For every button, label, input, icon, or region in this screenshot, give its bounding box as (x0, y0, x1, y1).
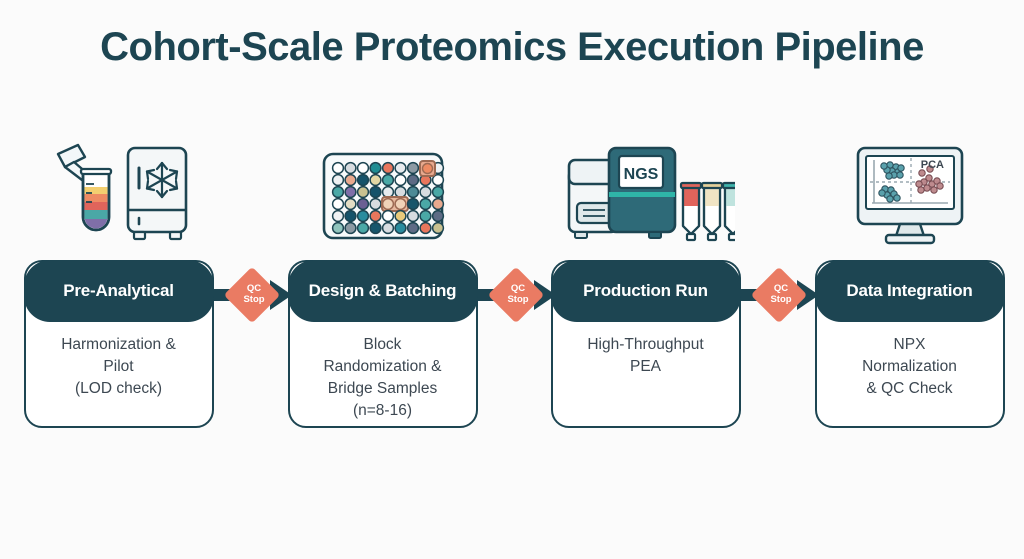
stage-card[interactable]: Production Run High-Throughput PEA (550, 259, 741, 428)
ngs-screen-label: NGS (624, 166, 659, 183)
pca-screen-label: PCA (921, 159, 944, 171)
stage-pre-analytical: Pre-Analytical Harmonization & Pilot (LO… (23, 140, 214, 428)
stage-card[interactable]: Data Integration NPX Normalization & QC … (814, 259, 1005, 428)
stage-data-integration: PCA Data Integration NPX Normalization &… (814, 140, 1005, 428)
connector-qc-stop-1: QC Stop (212, 266, 296, 324)
stage-body-text: Harmonization & Pilot (LOD check) (61, 336, 176, 397)
ngs-sequencer-icon: NGS (551, 140, 741, 252)
stage-card[interactable]: Design & Batching Block Randomization & … (287, 259, 478, 428)
connector-qc-stop-3: QC Stop (739, 266, 823, 324)
stage-design-batching: Design & Batching Block Randomization & … (287, 140, 478, 428)
stage-production-run: NGS (550, 140, 741, 428)
connector-qc-stop-2: QC Stop (476, 266, 560, 324)
stage-header-title: Pre-Analytical (23, 259, 214, 322)
stage-body-text: Block Randomization & Bridge Samples (n=… (323, 336, 442, 419)
sample-tube-freezer-icon (24, 140, 214, 252)
stage-header-title: Design & Batching (287, 259, 478, 322)
stage-body-text: NPX Normalization & QC Check (862, 336, 957, 397)
stage-header-title: Data Integration (814, 259, 1005, 322)
well-plate-icon (288, 140, 478, 252)
stage-body-text: High-Throughput PEA (587, 336, 704, 375)
page-title: Cohort-Scale Proteomics Execution Pipeli… (100, 25, 924, 69)
stage-header-title: Production Run (550, 259, 741, 322)
pca-monitor-icon: PCA (815, 140, 1005, 252)
stage-card[interactable]: Pre-Analytical Harmonization & Pilot (LO… (23, 259, 214, 428)
